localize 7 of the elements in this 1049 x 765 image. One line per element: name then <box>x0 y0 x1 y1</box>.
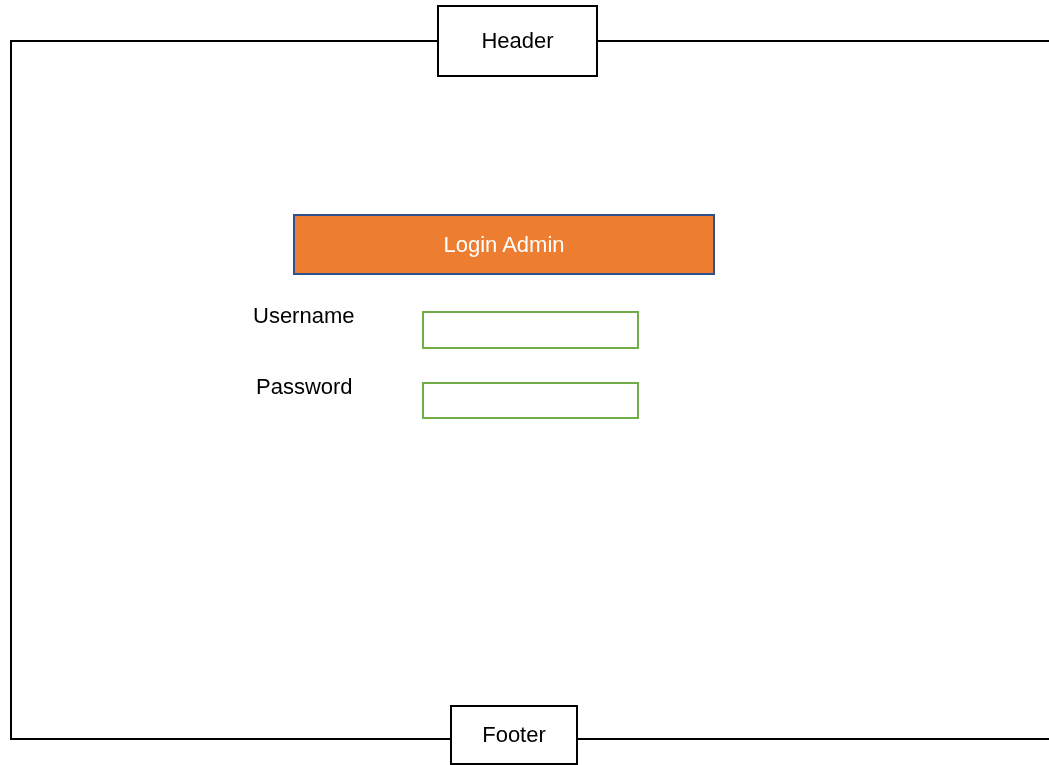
header-box: Header <box>437 5 598 77</box>
input-field <box>422 382 639 419</box>
field-label: Password <box>256 374 353 400</box>
field-label: Username <box>253 303 355 329</box>
login-title-bar: Login Admin <box>293 214 715 275</box>
footer-box: Footer <box>450 705 578 765</box>
input-field <box>422 311 639 349</box>
